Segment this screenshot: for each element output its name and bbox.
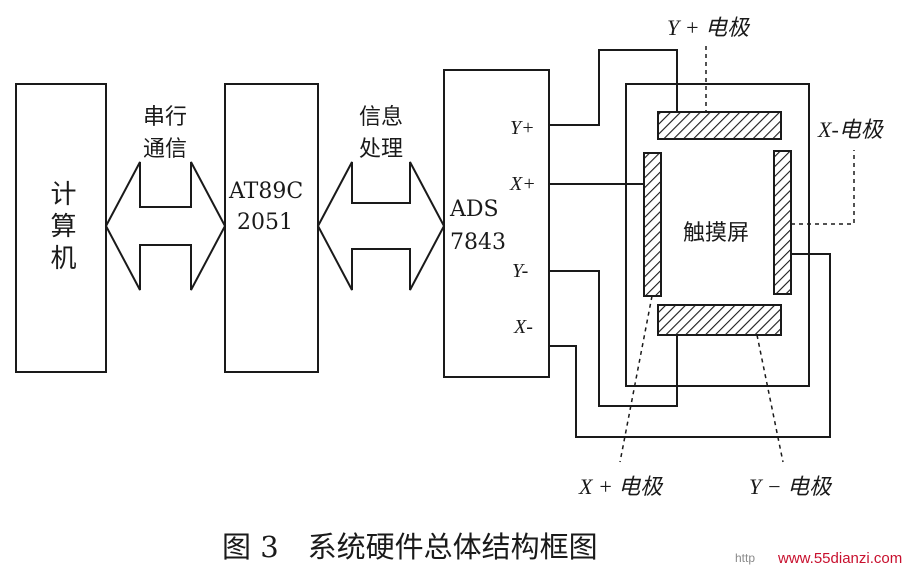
info-link-label-1: 信息 <box>359 105 403 130</box>
serial-link-label-1: 串行 <box>143 105 187 130</box>
leader-y-minus <box>756 334 784 463</box>
mcu-label-1: AT89C <box>228 179 303 204</box>
wire-y-plus <box>549 49 678 126</box>
electrode-y-plus <box>657 111 782 140</box>
leader-lines <box>619 46 855 463</box>
electrode-x-plus <box>643 152 662 297</box>
computer-label: 计算机 <box>46 180 76 276</box>
watermark-prefix: http <box>735 551 755 565</box>
watermark-site: www.55dianzi.com <box>777 550 902 567</box>
ads7843-block <box>443 69 550 378</box>
info-link-arrow <box>316 161 446 291</box>
label-y-plus-electrode: Y + 电极 <box>667 15 751 40</box>
info-link-label-2: 处理 <box>359 137 403 162</box>
pin-x-plus: X+ <box>509 173 536 195</box>
label-y-minus-electrode: Y − 电极 <box>749 474 833 499</box>
wire-y-minus <box>549 270 678 407</box>
figure-caption: 图 3 系统硬件总体结构框图 <box>222 530 598 564</box>
serial-link-label-2: 通信 <box>143 137 187 162</box>
label-x-minus-electrode: X-电极 <box>817 117 885 142</box>
mcu-label-2: 2051 <box>237 210 293 235</box>
touchscreen-label: 触摸屏 <box>683 221 749 246</box>
touchscreen-frame <box>625 83 810 387</box>
leader-x-minus <box>791 150 855 225</box>
pin-x-minus: X- <box>513 316 533 338</box>
ads7843-label-1: ADS <box>449 197 499 222</box>
label-x-plus-electrode: X + 电极 <box>578 474 664 499</box>
electrode-y-minus <box>657 304 782 336</box>
pin-y-plus: Y+ <box>510 117 535 139</box>
serial-link-arrow <box>104 161 227 291</box>
ads7843-label-2: 7843 <box>450 230 506 255</box>
pin-y-minus: Y- <box>512 260 528 282</box>
electrode-x-minus <box>773 150 792 295</box>
wire-x-minus <box>549 253 831 438</box>
wiring <box>549 49 831 438</box>
